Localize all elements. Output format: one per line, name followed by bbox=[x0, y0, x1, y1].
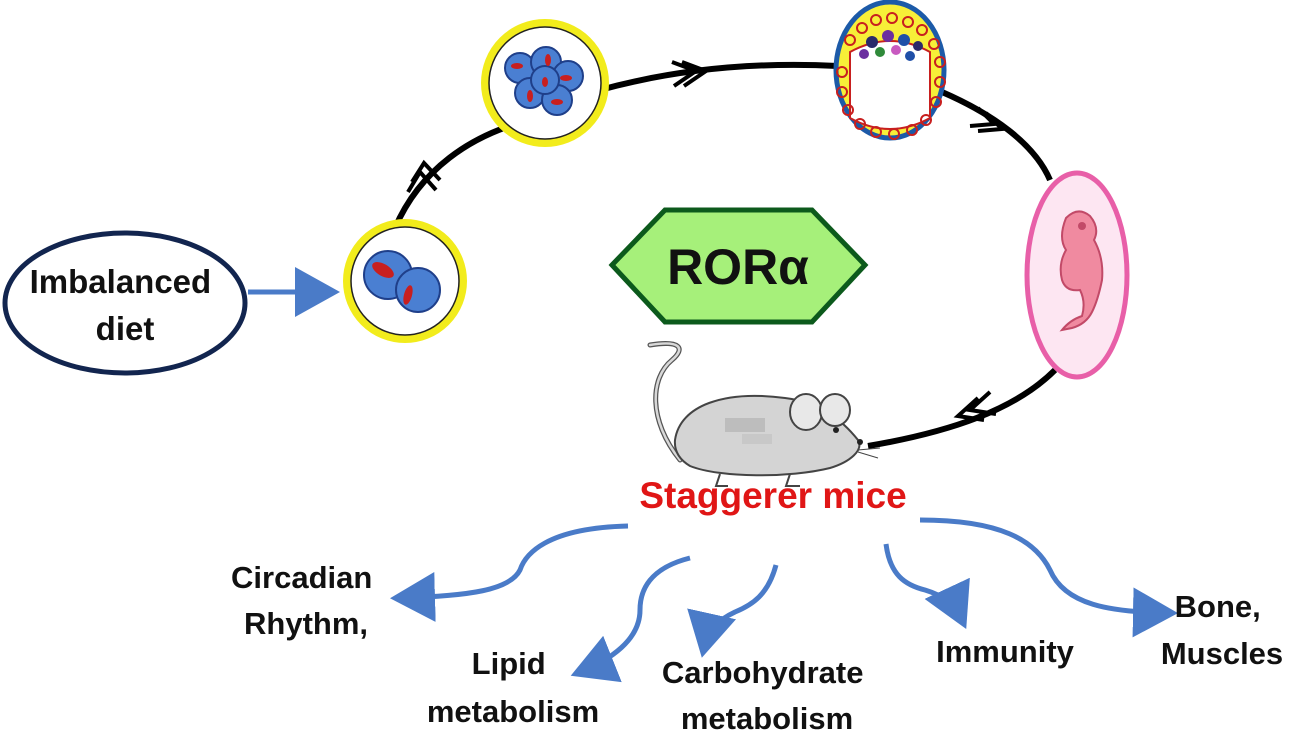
ror-alpha-label: RORα bbox=[667, 239, 809, 295]
cycle-chevron-3 bbox=[969, 106, 1007, 133]
arrow-bone bbox=[919, 517, 1178, 638]
morula bbox=[481, 19, 609, 147]
lipid-label: Lipid metabolism bbox=[427, 646, 599, 729]
embryo bbox=[1024, 170, 1130, 380]
arrow-immunity bbox=[883, 543, 970, 630]
ror-alpha-hexagon bbox=[608, 207, 869, 325]
carbohydrate-label: Carbohydrate metabolism bbox=[662, 655, 872, 736]
immunity-label: Immunity bbox=[936, 634, 1075, 669]
bone-label: Bone, Muscles bbox=[1161, 589, 1283, 671]
cycle-arc-top bbox=[599, 61, 839, 93]
cycle-arc-bottom bbox=[867, 367, 1058, 449]
diet-label: Imbalanced diet bbox=[30, 263, 221, 347]
circadian-label: Circadian Rhythm, bbox=[231, 560, 381, 641]
arrow-circadian bbox=[390, 523, 629, 622]
two-cell-embryo bbox=[343, 219, 467, 343]
staggerer-mice-label: Staggerer mice bbox=[639, 475, 906, 516]
cycle-arc-right bbox=[940, 89, 1053, 182]
cycle-chevron-4 bbox=[953, 390, 997, 422]
mouse-illustration bbox=[647, 341, 881, 487]
cycle-chevron-2 bbox=[671, 60, 711, 88]
arrow-lipid bbox=[570, 555, 691, 683]
blastocyst bbox=[833, 0, 947, 141]
diet-oval bbox=[2, 230, 248, 376]
arrow-carbohydrate bbox=[687, 564, 779, 658]
cycle-chevron-1 bbox=[406, 159, 442, 194]
